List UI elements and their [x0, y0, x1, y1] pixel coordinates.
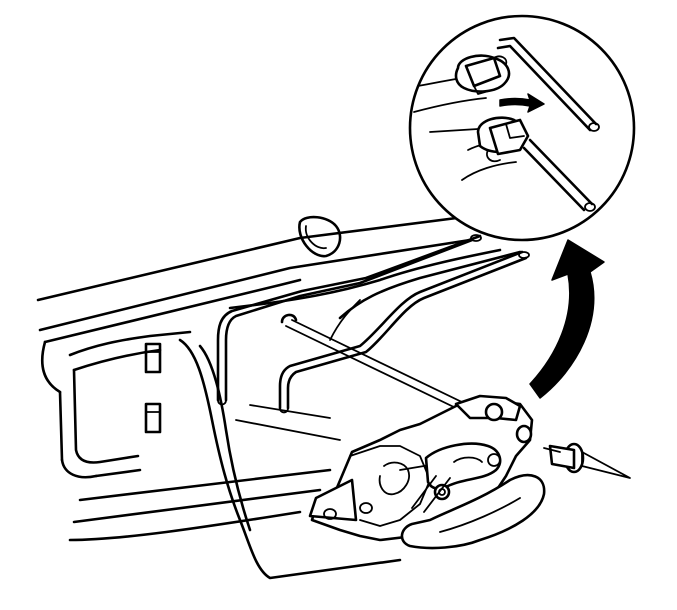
rivet [543, 442, 631, 479]
lock-rod-lower [278, 250, 530, 414]
detail-arrow [529, 239, 605, 399]
lock-rod-upper [216, 234, 482, 406]
remote-rod [280, 313, 467, 411]
rod-retaining-clip [454, 54, 511, 95]
detail-magnifier [408, 14, 636, 242]
inside-handle-assembly [308, 394, 546, 550]
